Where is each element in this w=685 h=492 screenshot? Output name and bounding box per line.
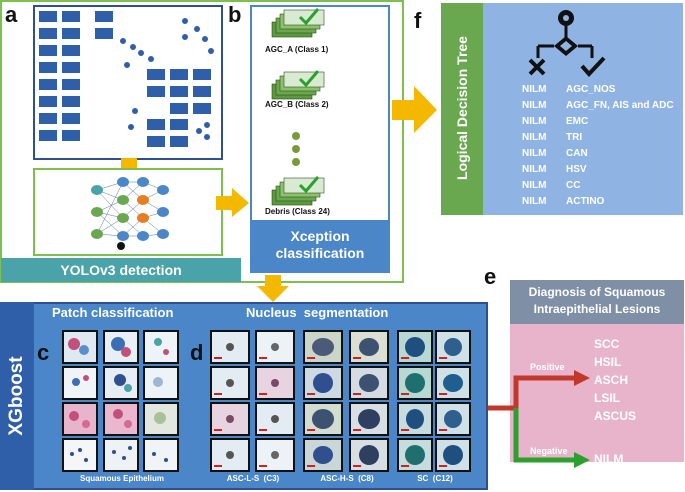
tree-row: NILM HSV: [522, 164, 682, 180]
positive-item: HSIL: [594, 355, 622, 369]
positive-items: SCC HSIL ASCH LSIL ASCUS: [594, 335, 636, 425]
positive-item: ASCUS: [594, 409, 637, 423]
network-box: [33, 168, 223, 256]
tree-row-left: NILM: [522, 100, 547, 111]
panel-letter-e: e: [484, 264, 497, 289]
panel-letter-a: a: [5, 2, 18, 27]
diagnosis-title: Diagnosis of Squamous Intraepithelial Le…: [528, 285, 666, 316]
tree-row-left: NILM: [522, 132, 547, 143]
decision-tree-rows: NILM AGC_NOS NILM AGC_FN, AIS and ADC NI…: [522, 84, 682, 212]
class-label-agc-a: AGC_A (Class 1): [265, 45, 329, 54]
decision-tree-side-bar: [441, 3, 483, 215]
tree-row: NILM CC: [522, 180, 682, 196]
patch-caption: Squamous Epithelium: [79, 474, 164, 483]
negative-label: Negative: [530, 446, 568, 456]
class-patch-stacks: [271, 8, 325, 206]
slide-detection-image: [33, 5, 223, 160]
tree-row-right: ACTINO: [566, 196, 605, 207]
nucleus-caption-asc-l-s: ASC-L-S (C3): [226, 474, 280, 483]
tree-row-right: AGC_NOS: [566, 84, 616, 95]
panel-letter-c: c: [37, 340, 50, 365]
decision-tree-title: Logical Decision Tree: [454, 36, 470, 180]
nucleus-segmentation-title: Nucleus segmentation: [246, 305, 389, 320]
xgboost-side-bar: [0, 302, 34, 490]
tree-row-right: CAN: [566, 148, 588, 159]
tree-row-left: NILM: [522, 84, 547, 95]
neural-network-drawing: [91, 177, 169, 250]
class-label-debris: Debris (Class 24): [265, 207, 330, 216]
tree-row-right: HSV: [566, 164, 587, 175]
tree-row: NILM EMC: [522, 116, 682, 132]
tree-row: NILM CAN: [522, 148, 682, 164]
panel-letter-b: b: [228, 2, 242, 27]
arrow-to-decision-tree: [392, 86, 437, 133]
negative-item: NILM: [594, 452, 624, 466]
panel-letter-d: d: [190, 340, 204, 365]
tree-row-left: NILM: [522, 116, 547, 127]
tree-row-right: TRI: [566, 132, 583, 143]
tree-row-left: NILM: [522, 180, 547, 191]
xgboost-label: XGboost: [6, 356, 27, 436]
diagnosis-branch-arrows: [488, 370, 590, 468]
positive-item: ASCH: [594, 373, 629, 387]
positive-label: Positive: [530, 362, 565, 372]
yolo-label-bar: [1, 258, 241, 282]
tree-row-right: CC: [566, 180, 581, 191]
xception-title: Xception classification: [275, 228, 365, 261]
detection-frame: [0, 0, 404, 283]
positive-item: SCC: [594, 337, 620, 351]
tree-row: NILM AGC_NOS: [522, 84, 682, 100]
patch-classification-title: Patch classification: [52, 305, 174, 320]
cross-icon: [528, 58, 546, 76]
tree-row-right: AGC_FN, AIS and ADC: [566, 100, 674, 111]
nucleus-thumbnails: [210, 330, 471, 472]
tree-row: NILM TRI: [522, 132, 682, 148]
arrow-down-to-xgboost: [257, 275, 289, 302]
patch-thumbnails: [62, 330, 179, 472]
check-icon: [580, 56, 606, 77]
tree-row-left: NILM: [522, 196, 547, 207]
tree-row-right: EMC: [566, 116, 589, 127]
diagnosis-header: [510, 280, 684, 324]
decision-node-drawing: [528, 10, 606, 77]
decision-tree-panel: [483, 3, 683, 215]
tree-row-left: NILM: [522, 164, 547, 175]
yolo-label: YOLOv3 detection: [60, 262, 182, 278]
slide-grid-drawing: [39, 11, 214, 147]
arrow-to-xception: [216, 188, 249, 217]
panel-letter-f: f: [414, 8, 422, 33]
positive-item: LSIL: [594, 391, 620, 405]
xception-title-box: [252, 220, 388, 271]
tree-row-left: NILM: [522, 148, 547, 159]
tree-row: NILM AGC_FN, AIS and ADC: [522, 100, 682, 116]
nucleus-caption-asc-h-s: ASC-H-S (C8): [320, 474, 374, 483]
nucleus-caption-sc: SC (C12): [417, 474, 453, 483]
tree-row: NILM ACTINO: [522, 196, 682, 212]
class-label-agc-b: AGC_B (Class 2): [265, 100, 329, 109]
